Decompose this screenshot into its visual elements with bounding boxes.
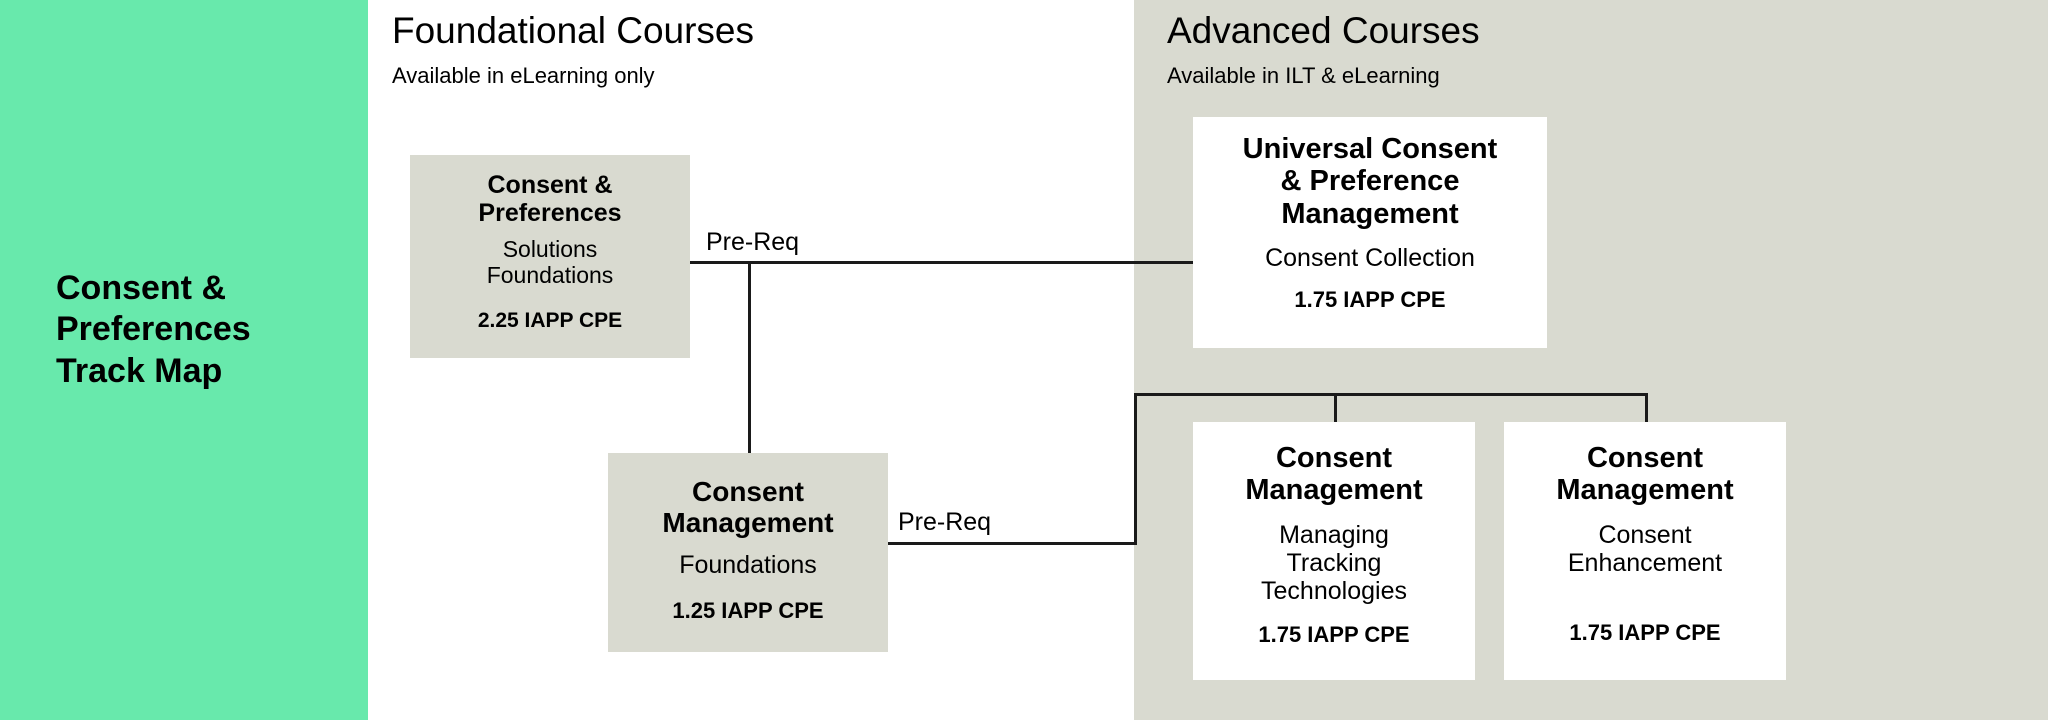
- column-title-foundational: Foundational Courses: [392, 10, 754, 51]
- connector-advanced-bus: [1134, 393, 1648, 396]
- column-title-advanced: Advanced Courses: [1167, 10, 1480, 51]
- course-cpe-credits: 1.75 IAPP CPE: [1569, 619, 1721, 645]
- connector-prereq-top-horizontal: [690, 261, 1193, 264]
- connector-drop-managing-tracking-technologies: [1334, 393, 1337, 425]
- course-subtitle: Foundations: [679, 550, 817, 579]
- column-subtitle-foundational: Available in eLearning only: [392, 63, 655, 88]
- title-panel: [0, 0, 368, 720]
- edge-label-prereq-bottom: Pre-Req: [898, 508, 992, 536]
- course-subtitle: Consent Collection: [1265, 244, 1475, 273]
- connector-prereq-bottom-horizontal: [888, 542, 1137, 545]
- edge-label-prereq-top: Pre-Req: [706, 228, 800, 256]
- connector-drop-consent-enhancement: [1645, 393, 1648, 425]
- course-cpe-credits: 1.75 IAPP CPE: [1258, 621, 1410, 647]
- course-title: Consent &Preferences: [478, 171, 622, 227]
- course-cpe-credits: 2.25 IAPP CPE: [477, 308, 623, 332]
- connector-prereq-top-vertical: [748, 261, 751, 453]
- connector-prereq-bottom-riser: [1134, 393, 1137, 545]
- column-heading-foundational: Foundational Courses Available in eLearn…: [392, 12, 754, 87]
- column-heading-advanced: Advanced Courses Available in ILT & eLea…: [1167, 12, 1480, 87]
- course-cpe-credits: 1.75 IAPP CPE: [1294, 287, 1446, 313]
- course-cpe-credits: 1.25 IAPP CPE: [672, 597, 824, 623]
- column-subtitle-advanced: Available in ILT & eLearning: [1167, 63, 1440, 88]
